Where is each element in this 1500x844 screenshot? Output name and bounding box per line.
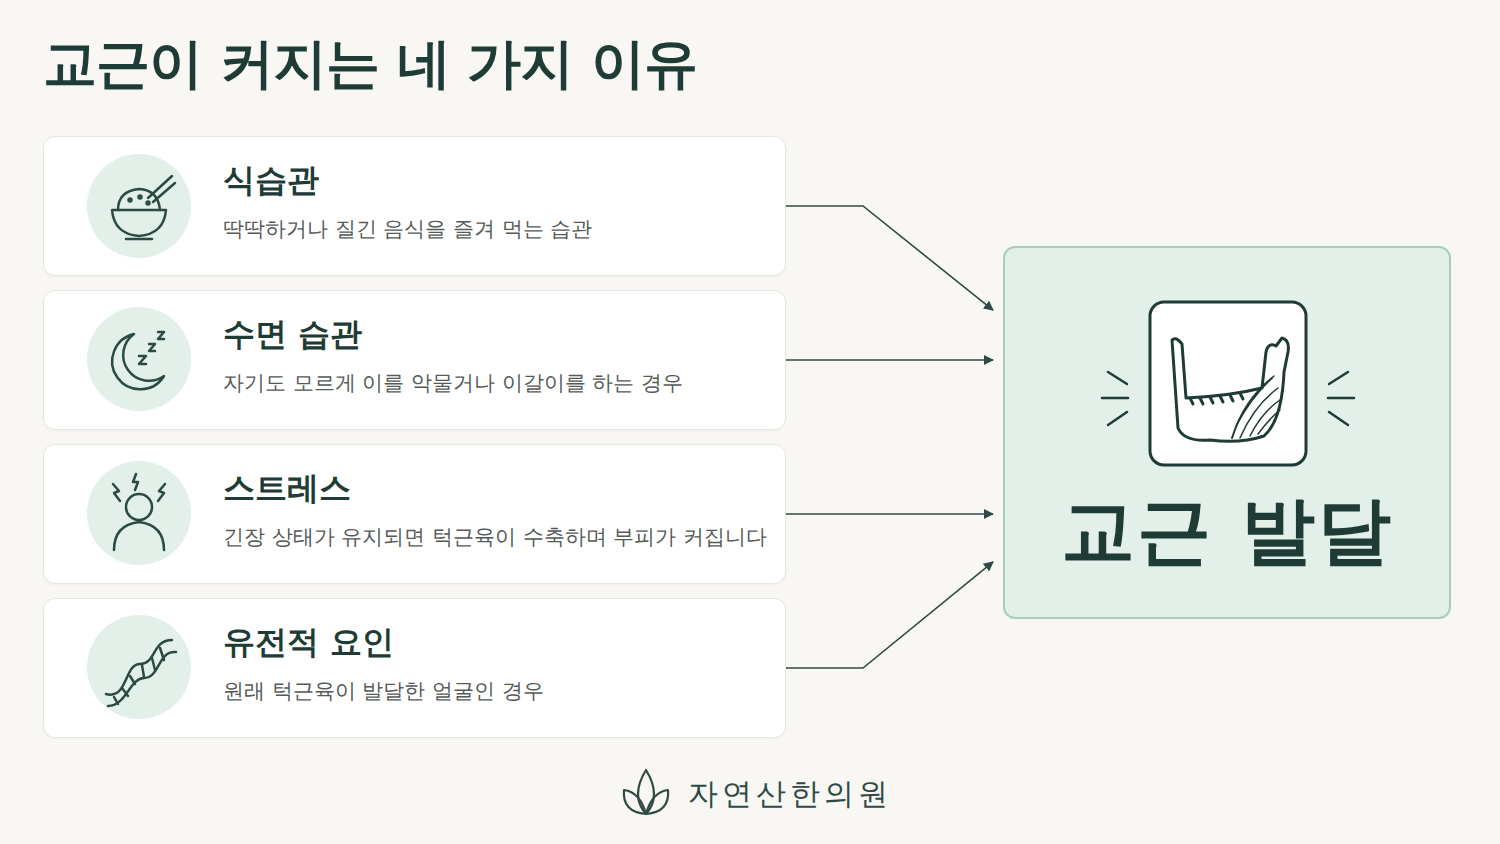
arrow-connector [786,513,993,515]
cause-card: 유전적 요인원래 턱근육이 발달한 얼굴인 경우 [43,598,786,738]
card-description: 원래 턱근육이 발달한 얼굴인 경우 [223,677,544,705]
cause-card: 수면 습관자기도 모르게 이를 악물거나 이갈이를 하는 경우 [43,290,786,430]
arrow-connector [786,206,993,310]
card-heading: 수면 습관 [223,313,362,357]
arrow-connector [786,562,993,668]
card-description: 긴장 상태가 유지되면 턱근육이 수축하며 부피가 커집니다 [223,523,767,551]
result-box: 교근 발달 [1003,246,1451,619]
card-heading: 스트레스 [223,467,351,511]
card-description: 자기도 모르게 이를 악물거나 이갈이를 하는 경우 [223,369,683,397]
arrow-connector [786,359,993,361]
card-heading: 유전적 요인 [223,621,394,665]
cause-card: 식습관딱딱하거나 질긴 음식을 즐겨 먹는 습관 [43,136,786,276]
cause-card: 스트레스긴장 상태가 유지되면 턱근육이 수축하며 부피가 커집니다 [43,444,786,584]
card-description: 딱딱하거나 질긴 음식을 즐겨 먹는 습관 [223,215,592,243]
result-label: 교근 발달 [1005,482,1449,582]
logo-leaf [624,770,668,814]
clinic-name: 자연산한의원 [688,774,892,815]
card-heading: 식습관 [223,159,319,203]
diagram-title: 교근이 커지는 네 가지 이유 [43,28,697,101]
